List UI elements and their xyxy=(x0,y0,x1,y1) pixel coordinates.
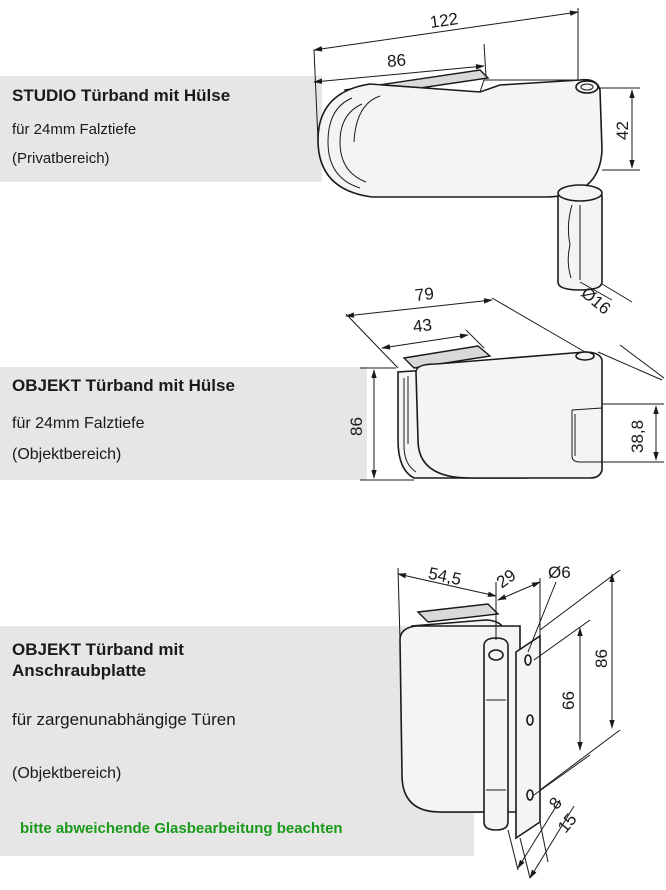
studio-area-text: (Privatbereich) xyxy=(12,150,110,167)
studio-height-label: 42 xyxy=(613,121,632,140)
plate-edge-distance-label: 8 xyxy=(545,794,566,813)
objekt-area-text: (Objektbereich) xyxy=(12,446,122,463)
objekt-height-label: 86 xyxy=(347,417,366,436)
plate-area-text: (Objektbereich) xyxy=(12,765,122,782)
plate-dimension-lines xyxy=(397,567,621,879)
objekt-title: OBJEKT Türband mit Hülse xyxy=(12,376,235,395)
studio-title: STUDIO Türband mit Hülse xyxy=(12,86,231,105)
studio-sleeve-drawing xyxy=(557,184,603,291)
studio-depth-text: für 24mm Falztiefe xyxy=(12,121,137,138)
plate-hinge-drawing xyxy=(399,603,541,840)
studio-width-label: 122 xyxy=(429,9,460,32)
studio-dimension-lines xyxy=(313,8,640,303)
studio-depth-label: 86 xyxy=(386,51,407,72)
plate-overall-height-label: 86 xyxy=(592,649,611,668)
plate-use-text: für zargenunabhängige Türen xyxy=(12,710,236,729)
plate-hole-spacing-label: 66 xyxy=(559,691,578,710)
objekt-info-panel xyxy=(0,367,367,480)
objekt-hinge-drawing xyxy=(397,345,603,479)
plate-title-line1: OBJEKT Türband mit xyxy=(12,640,184,659)
objekt-dimension-lines xyxy=(345,297,665,481)
objekt-sleeve-height-label: 38,8 xyxy=(628,420,647,453)
plate-width-label: 29 xyxy=(493,566,519,592)
objekt-width-label: 79 xyxy=(414,284,435,305)
objekt-depth-text: für 24mm Falztiefe xyxy=(12,415,145,432)
glass-processing-note: bitte abweichende Glasbearbeitung beacht… xyxy=(20,820,343,837)
plate-hole-diameter-label: Ø6 xyxy=(548,563,571,582)
plate-title-line2: Anschraubplatte xyxy=(12,661,147,680)
plate-depth-label: 54,5 xyxy=(427,564,463,589)
objekt-depth-label: 43 xyxy=(412,315,433,336)
studio-hinge-drawing xyxy=(317,69,603,198)
plate-info-panel xyxy=(0,626,474,856)
studio-info-panel xyxy=(0,76,322,182)
